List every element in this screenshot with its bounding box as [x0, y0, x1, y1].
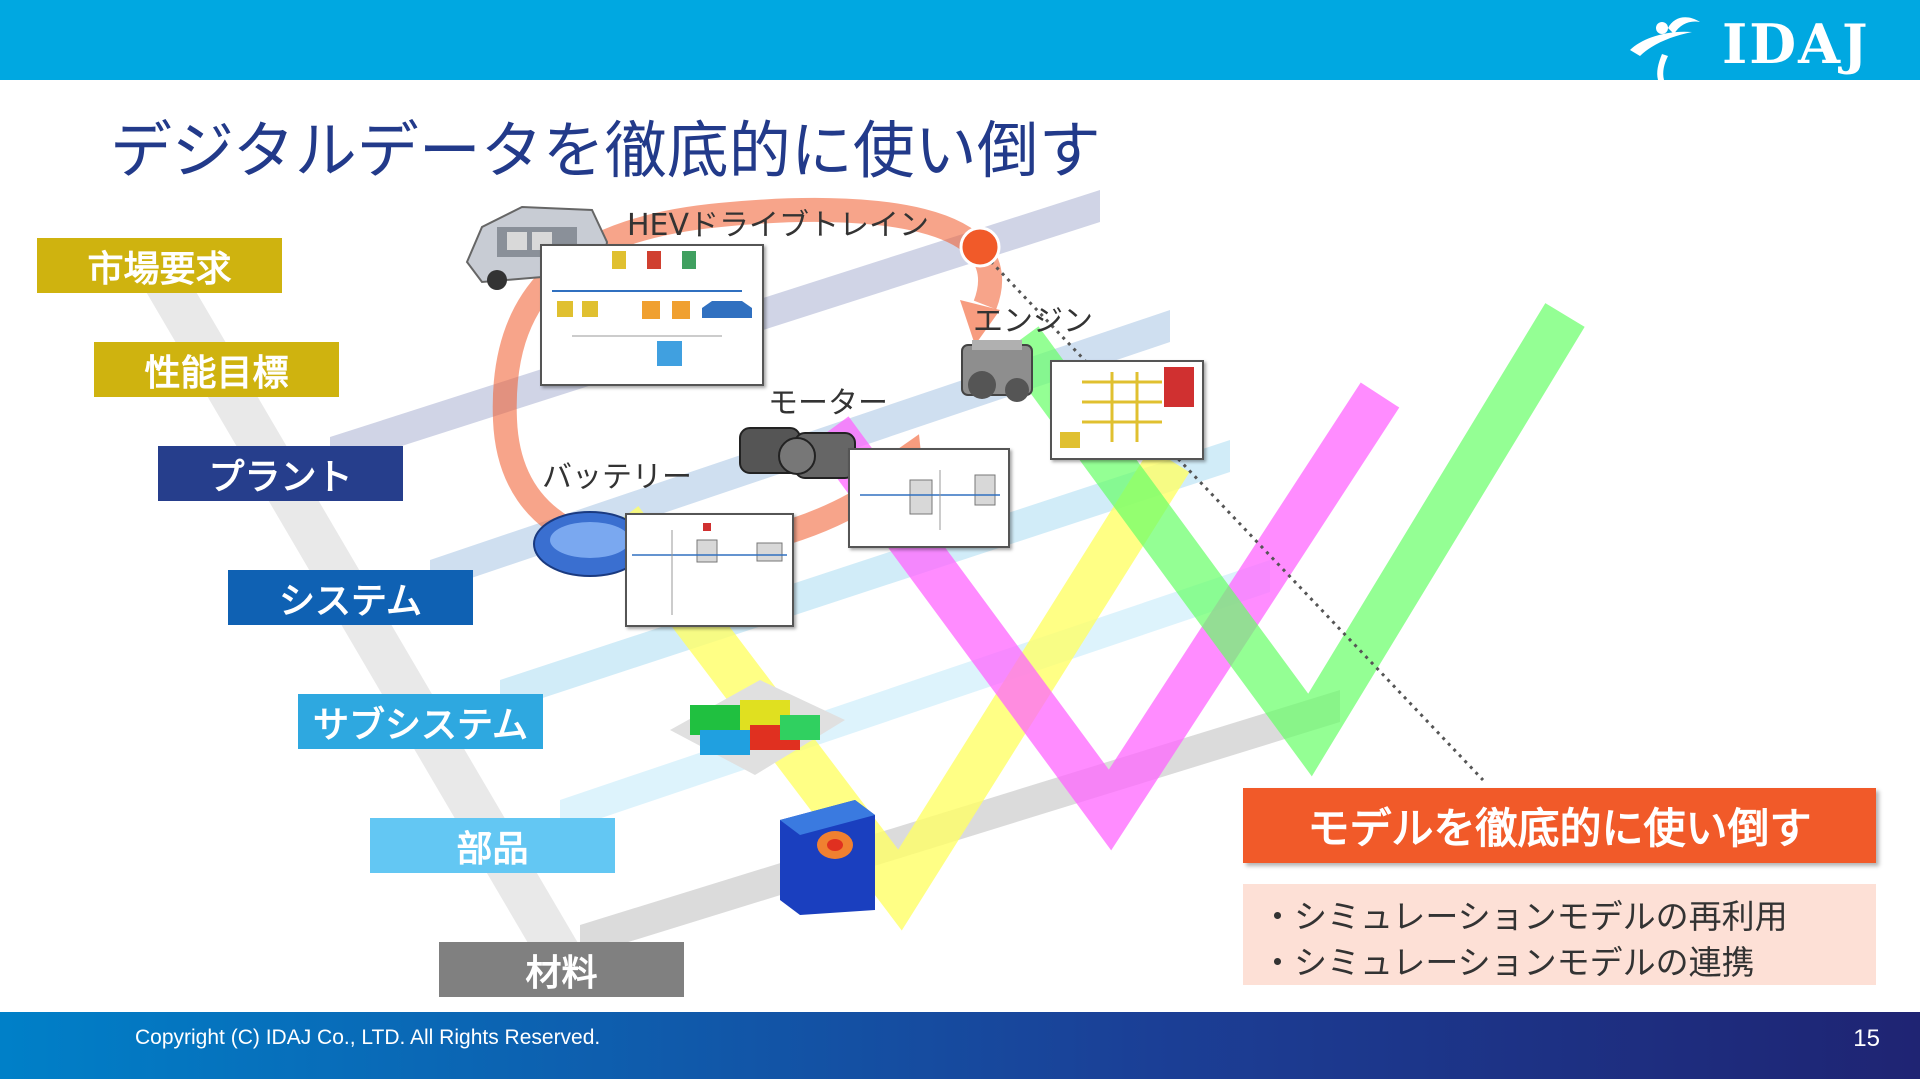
v-curve-yellow [601, 447, 1190, 931]
callout-bullet-reuse: ・シミュレーションモデルの再利用 [1261, 897, 1788, 936]
level-material: 材料 [439, 942, 684, 997]
battery-model-schematic [625, 513, 794, 627]
v-curve-magenta [811, 382, 1400, 851]
callout-bullets: ・シミュレーションモデルの再利用 ・シミュレーションモデルの連携 [1243, 884, 1876, 985]
level-subsystem: サブシステム [298, 694, 543, 749]
page-title: デジタルデータを徹底的に使い倒す [110, 114, 1101, 187]
page-number: 15 [1853, 1025, 1880, 1052]
header-bar: IDAJ [0, 0, 1920, 80]
level-system: システム [228, 570, 473, 625]
dotted-connector [978, 248, 1485, 782]
level-plant: プラント [158, 446, 403, 501]
material-fem-image [780, 800, 875, 915]
cycle-arrowhead-icon [960, 300, 1000, 345]
company-logo: IDAJ [1622, 8, 1882, 80]
label-battery: バッテリー [542, 460, 692, 495]
logo-swoosh-icon [1630, 17, 1700, 80]
label-motor: モーター [768, 386, 888, 421]
engine-image [961, 340, 1033, 402]
label-engine: エンジン [973, 304, 1093, 339]
copyright-text: Copyright (C) IDAJ Co., LTD. All Rights … [135, 1026, 601, 1049]
level-market-requirement: 市場要求 [37, 238, 282, 293]
start-point-icon [959, 226, 1001, 268]
subsystem-cfd-image [670, 680, 845, 775]
label-hev-drivetrain: HEVドライブトレイン [627, 208, 930, 243]
footer-bar [0, 1012, 1920, 1079]
hev-model-schematic [540, 244, 764, 386]
engine-model-schematic [1050, 360, 1204, 460]
v-curve-green [1001, 303, 1585, 777]
callout-heading: モデルを徹底的に使い倒す [1243, 788, 1876, 863]
logo-text: IDAJ [1722, 12, 1870, 76]
motor-model-schematic [848, 448, 1010, 548]
level-parts: 部品 [370, 818, 615, 873]
callout-bullet-link: ・シミュレーションモデルの連携 [1261, 943, 1755, 982]
level-performance-target: 性能目標 [94, 342, 339, 397]
band-subsystem [500, 440, 1230, 712]
